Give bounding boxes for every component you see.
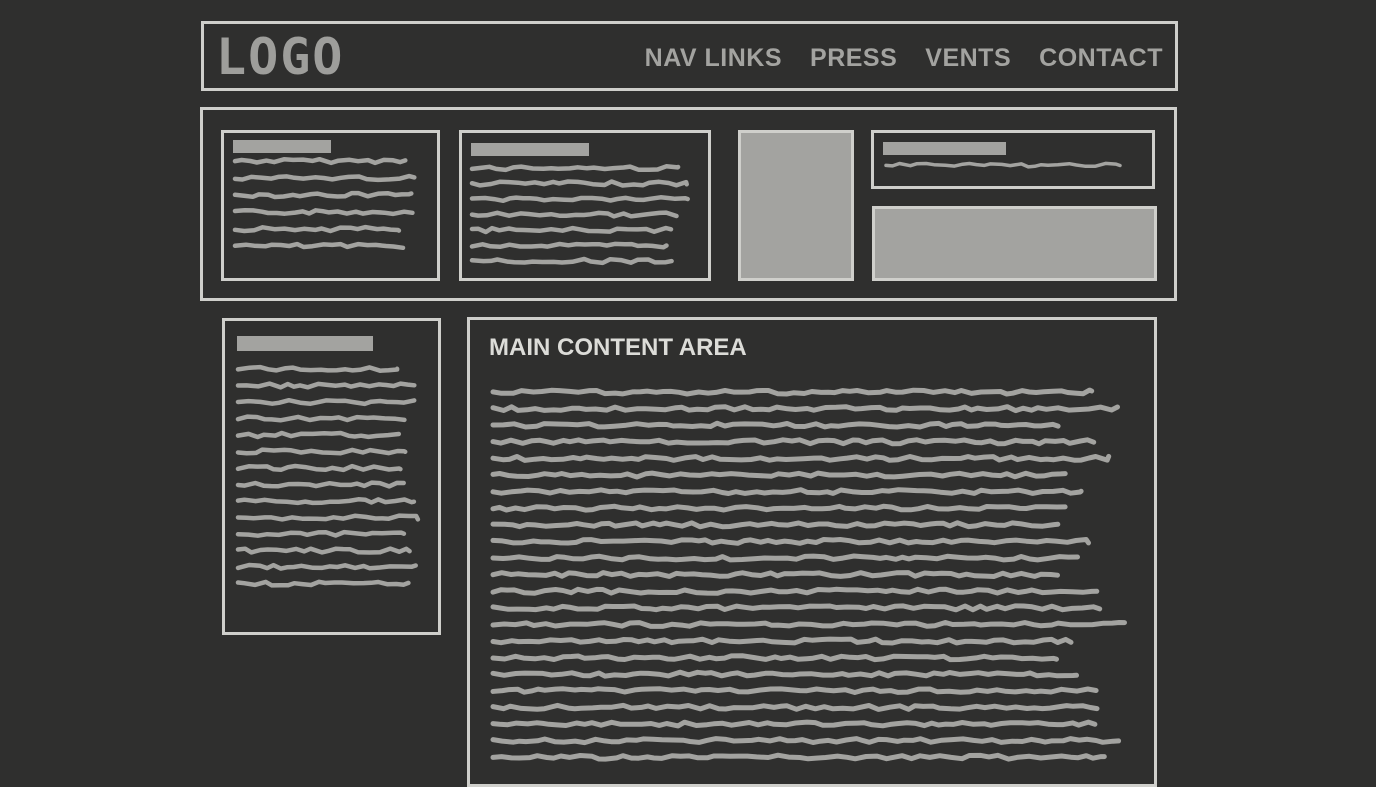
logo[interactable]: LOGO [216, 28, 345, 86]
nav-link-vents[interactable]: VENTS [925, 44, 1012, 72]
feature-row [200, 107, 1177, 301]
image-placeholder [738, 130, 854, 281]
nav-link-contact[interactable]: CONTACT [1039, 44, 1163, 72]
feature-card-2-heading-placeholder [471, 143, 589, 156]
nav-link-press[interactable]: PRESS [810, 44, 898, 72]
feature-card-2[interactable] [459, 130, 711, 281]
search-widget[interactable] [871, 130, 1155, 189]
banner-placeholder[interactable] [872, 206, 1157, 281]
feature-card-1-heading-placeholder [233, 140, 331, 153]
nav-link-nav-links[interactable]: NAV LINKS [644, 44, 783, 72]
header-bar [201, 21, 1178, 91]
nav-menu: NAV LINKS PRESS VENTS CONTACT [645, 44, 1163, 80]
sidebar-heading-placeholder [237, 336, 373, 351]
search-widget-heading-placeholder [883, 142, 1006, 155]
main-content-area [467, 317, 1157, 787]
main-content-title: MAIN CONTENT AREA [489, 334, 747, 361]
feature-card-1[interactable] [221, 130, 440, 281]
sidebar-panel [222, 318, 441, 635]
